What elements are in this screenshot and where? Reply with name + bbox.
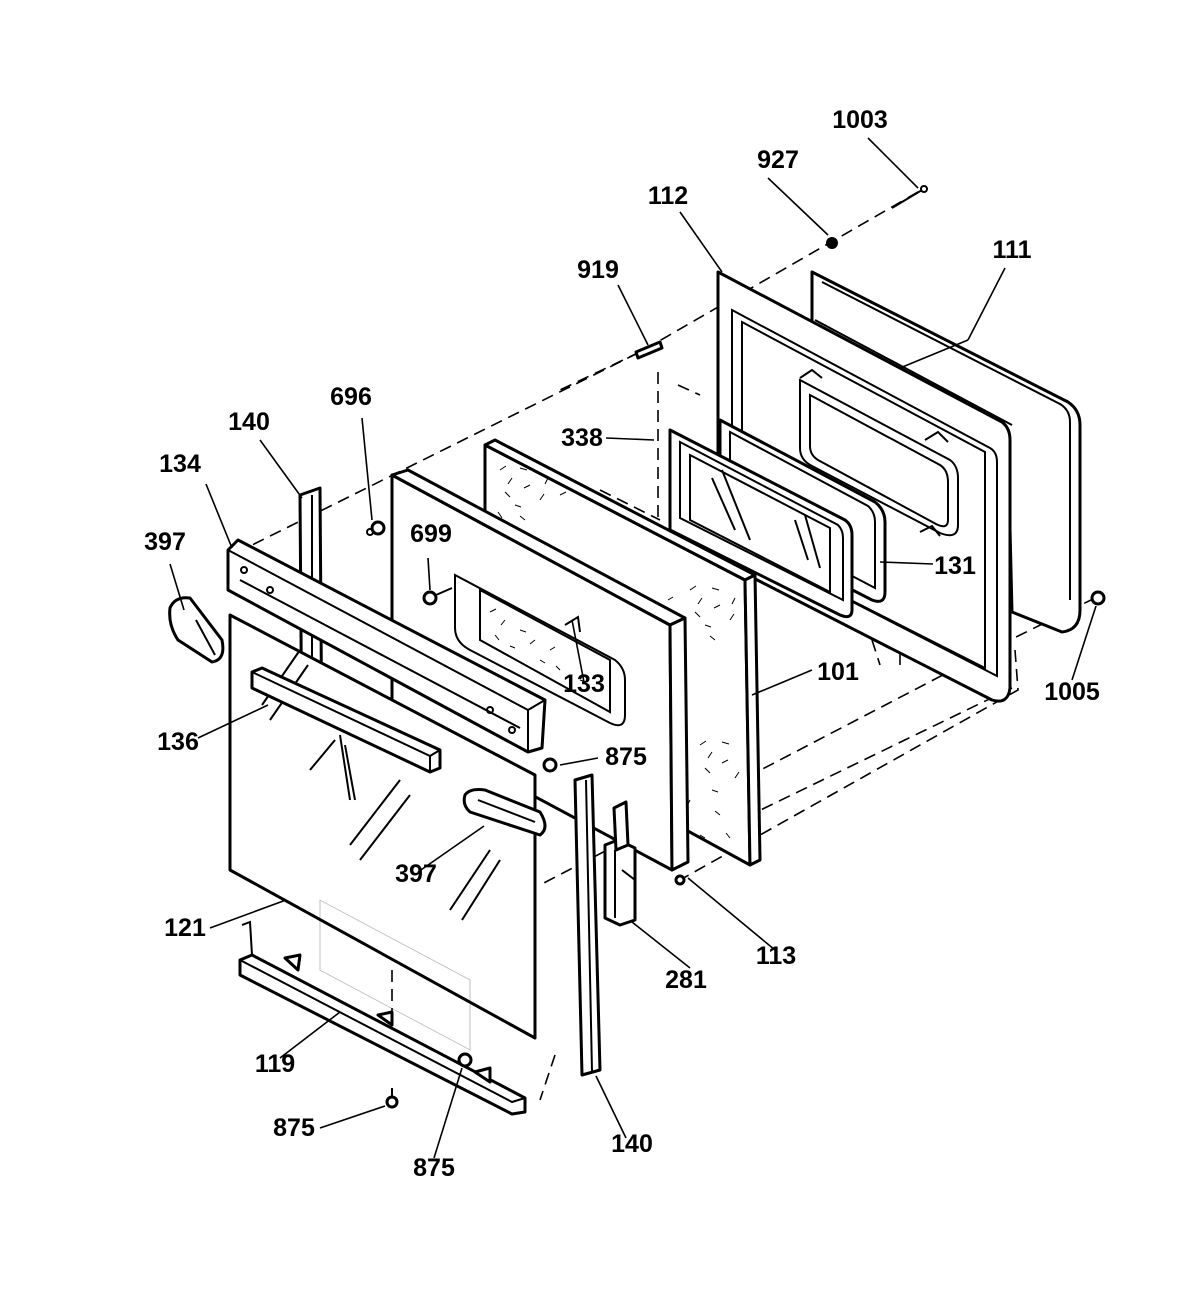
label-1003: 1003 (832, 106, 888, 134)
screw-1003 (891, 185, 928, 209)
label-133: 133 (563, 670, 605, 698)
label-919: 919 (577, 256, 619, 284)
screw-1005 (1090, 590, 1106, 606)
door-top-trim (226, 538, 547, 754)
label-136: 136 (157, 728, 199, 756)
label-927: 927 (757, 146, 799, 174)
washer-927 (826, 237, 838, 249)
insulation-texture (497, 465, 740, 839)
label-140-top: 140 (228, 408, 270, 436)
label-134: 134 (159, 450, 201, 478)
label-131: 131 (934, 552, 976, 580)
door-hinge (603, 800, 637, 927)
part-number-labels: 1003 927 112 111 919 696 140 134 397 338… (144, 106, 1100, 1182)
label-119: 119 (255, 1050, 295, 1078)
door-handle (250, 666, 442, 774)
screw-699 (422, 587, 453, 606)
label-281: 281 (665, 966, 707, 994)
label-397-right: 397 (395, 860, 437, 888)
screw-875-bottom-left (385, 1088, 399, 1109)
label-699: 699 (410, 520, 452, 548)
side-trim-front (573, 773, 602, 1077)
label-121: 121 (164, 914, 206, 942)
inner-door-panel (390, 468, 690, 872)
label-875-mid: 875 (605, 743, 647, 771)
handle-end-cap-left (168, 596, 225, 664)
pin-919 (634, 340, 664, 360)
door-bottom-trim (238, 920, 527, 1116)
label-140-bottom: 140 (611, 1130, 653, 1158)
door-foot (674, 874, 686, 886)
window-pack-assembly (668, 428, 854, 619)
label-111: 111 (993, 236, 1032, 264)
label-875-bottom-mid: 875 (413, 1154, 455, 1182)
label-1005: 1005 (1044, 678, 1100, 706)
hardware (366, 185, 1106, 1109)
screw-875-bottom-mid (457, 1052, 473, 1068)
handle-end-cap-right (462, 788, 547, 837)
screw-696 (366, 520, 386, 536)
label-101: 101 (817, 658, 859, 686)
door-liner-frame (716, 270, 1012, 703)
label-113: 113 (756, 942, 796, 970)
label-112: 112 (648, 182, 688, 210)
label-875-bottom-left: 875 (273, 1114, 315, 1142)
leader-lines (169, 137, 1097, 1159)
screw-875-mid (542, 757, 558, 773)
label-338: 338 (561, 424, 603, 452)
label-397-left: 397 (144, 528, 186, 556)
label-696: 696 (330, 383, 372, 411)
